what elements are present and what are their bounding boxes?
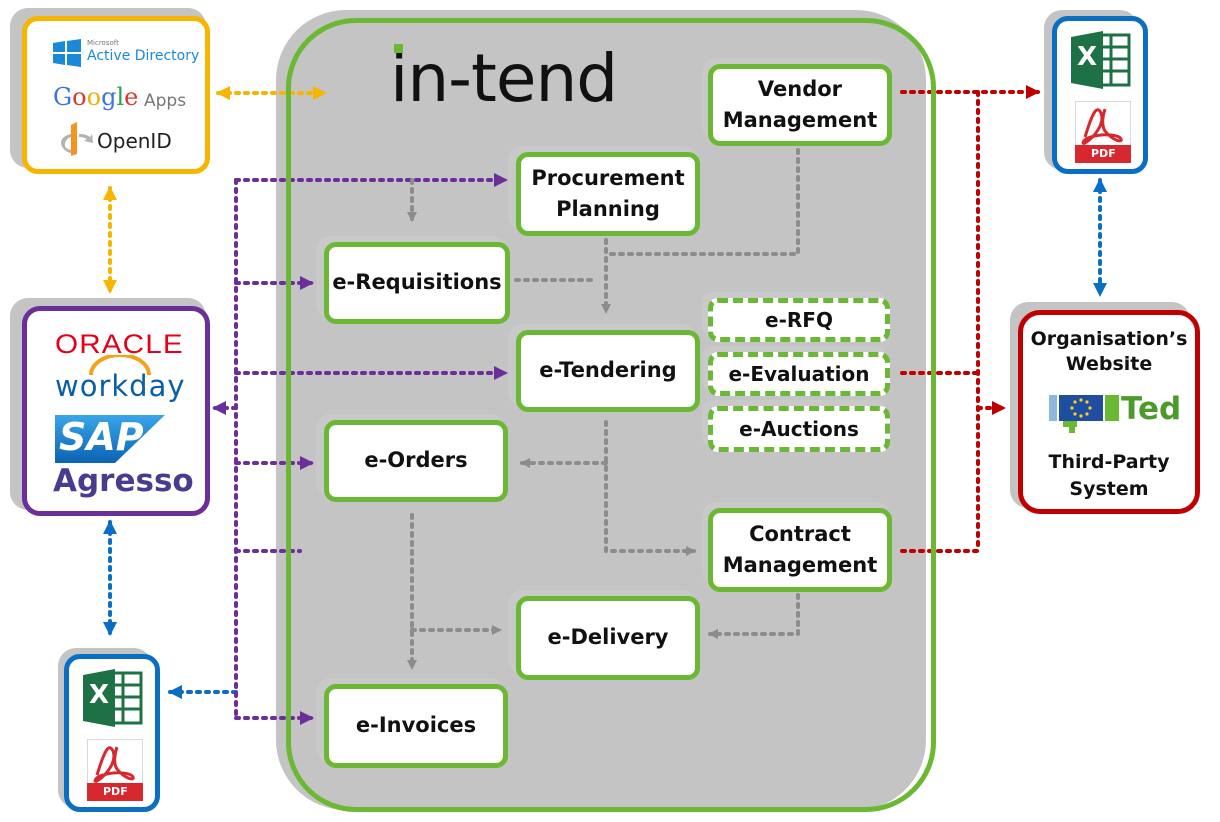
procurement-line1: Procurement (531, 165, 685, 190)
erp-systems-card: ORACLE workday SAP Agresso (22, 306, 210, 516)
internal-flow-connectors (407, 148, 800, 670)
sap-logo (55, 415, 165, 463)
sap-label: SAP (59, 415, 144, 459)
excel-letter: X (89, 680, 110, 710)
e-evaluation-label: e-Evaluation (728, 362, 870, 386)
contract-line1: Contract (749, 521, 851, 546)
e-rfq-label: e-RFQ (765, 308, 833, 332)
pdf-label: PDF (1091, 147, 1116, 160)
third-party-line2: System (1069, 477, 1149, 500)
e-requisitions-box: e-Requisitions (324, 242, 510, 324)
external-systems-card: Organisation’s Website Ted Third-Party S… (1018, 310, 1200, 514)
e-tendering-box: e-Tendering (516, 330, 700, 412)
vendor-line1: Vendor (757, 76, 843, 101)
export-files-card-left: X PDF (64, 654, 160, 812)
e-delivery-label: e-Delivery (547, 625, 669, 650)
e-orders-label: e-Orders (364, 448, 468, 473)
website-title: Organisation’s Website (1023, 327, 1195, 376)
workday-arc-icon (87, 353, 153, 377)
brand-name: in-tend (390, 40, 618, 117)
e-invoices-box: e-Invoices (324, 684, 508, 768)
export-connectors (103, 178, 1107, 699)
google-apps-label: Apps (144, 91, 187, 111)
procurement-line2: Planning (556, 197, 660, 221)
contract-line2: Management (722, 553, 878, 577)
identity-providers-card: Microsoft Active Directory Google Apps O… (22, 16, 210, 174)
e-delivery-box: e-Delivery (516, 596, 700, 680)
e-orders-box: e-Orders (324, 420, 508, 502)
e-auctions-label: e-Auctions (739, 417, 859, 441)
export-files-card-right: X PDF (1052, 16, 1148, 174)
third-party-title: Third-Party System (1023, 449, 1195, 502)
ted-label: Ted (1121, 391, 1182, 427)
in-tend-platform (286, 18, 936, 812)
excel-icon (83, 669, 143, 727)
in-tend-logo: in-tend (390, 40, 618, 117)
windows-icon (53, 39, 81, 67)
excel-letter: X (1077, 42, 1098, 72)
publish-connectors (900, 85, 1040, 553)
e-requisitions-label: e-Requisitions (332, 270, 502, 295)
google-logo: Google (53, 83, 139, 111)
e-invoices-label: e-Invoices (355, 713, 477, 738)
e-tendering-label: e-Tendering (539, 358, 677, 383)
pdf-icon (1074, 100, 1132, 164)
vendor-line2: Management (722, 108, 878, 132)
website-line1: Organisation’s (1030, 328, 1188, 350)
identity-connectors (103, 86, 327, 294)
openid-icon (57, 121, 93, 157)
third-party-line1: Third-Party (1048, 451, 1170, 473)
oracle-logo: ORACLE (55, 329, 184, 359)
e-rfq-box: e-RFQ (708, 298, 890, 342)
e-auctions-box: e-Auctions (708, 406, 890, 452)
eu-flag-icon (1049, 393, 1121, 437)
excel-icon (1071, 31, 1131, 89)
website-line2: Website (1065, 352, 1153, 375)
agresso-logo: Agresso (53, 463, 194, 499)
active-directory-label: Active Directory (87, 48, 200, 64)
microsoft-label: Microsoft (87, 39, 119, 47)
pdf-label: PDF (103, 785, 128, 798)
openid-label: OpenID (97, 129, 172, 153)
e-evaluation-box: e-Evaluation (708, 352, 890, 396)
workday-logo: workday (55, 369, 186, 403)
